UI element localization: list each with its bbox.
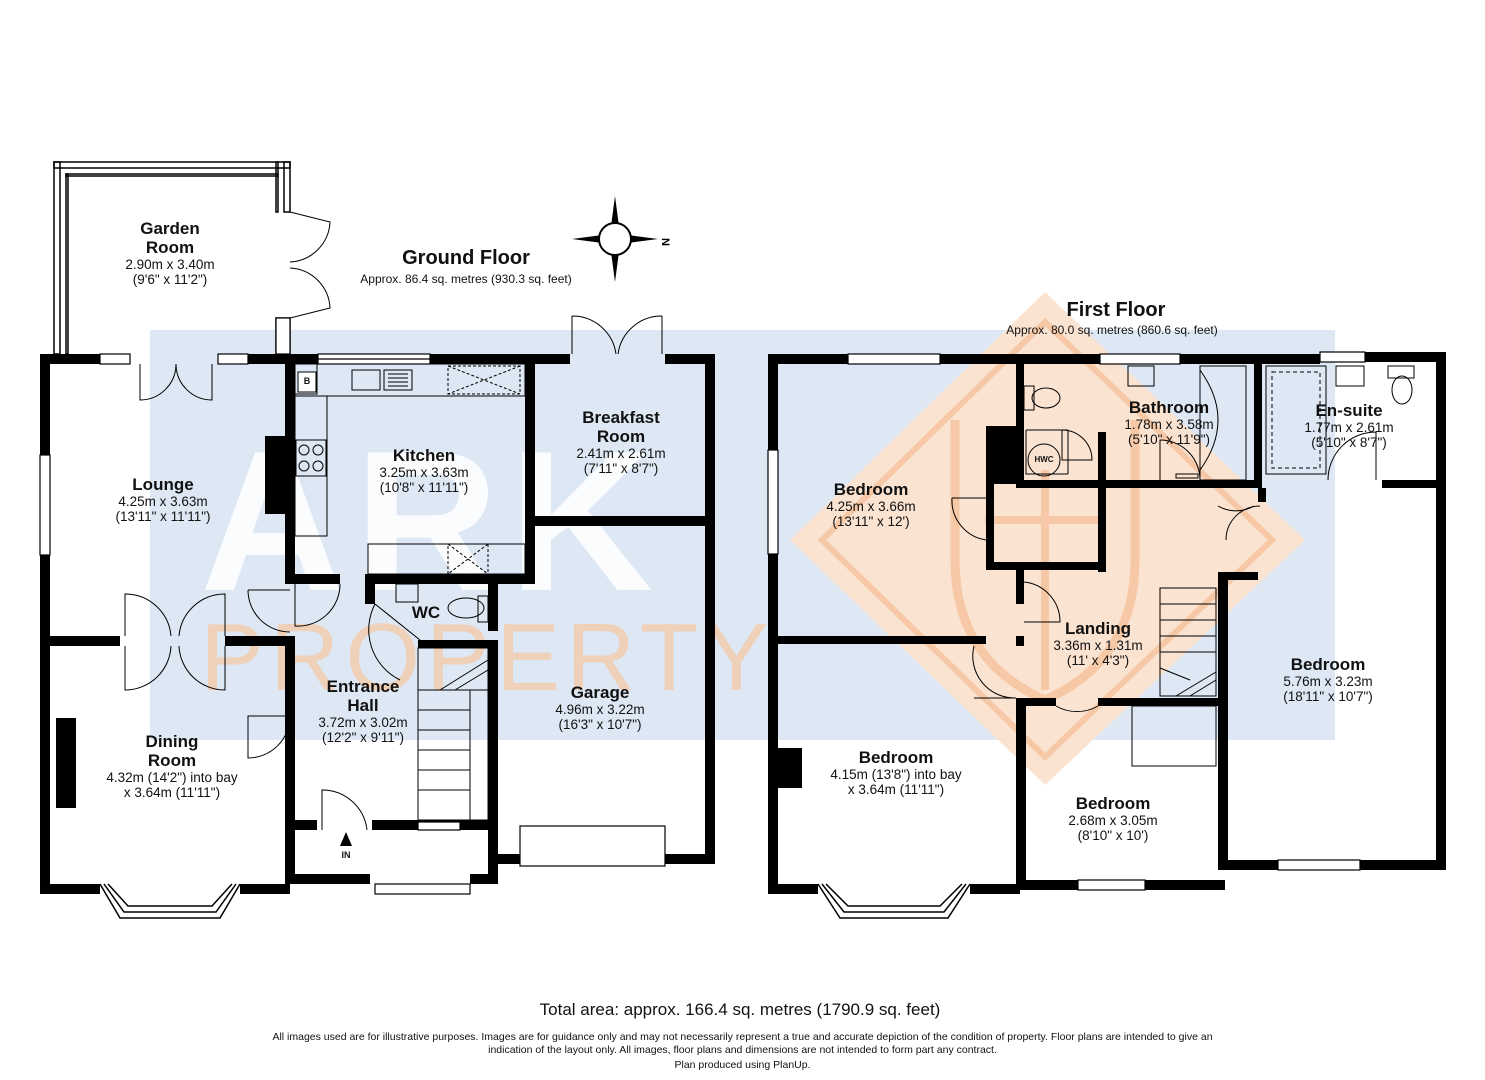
room-dimensions: 4.32m (14'2") into bay x 3.64m (11'11") [106, 770, 238, 801]
room-bedroom-1: Bedroom 4.25m x 3.66m (13'11" x 12') [791, 480, 951, 529]
room-breakfast-room: Breakfast Room 2.41m x 2.61m (7'11" x 8'… [541, 408, 701, 476]
room-name: Landing [1064, 619, 1132, 638]
room-dimensions: 2.68m x 3.05m (8'10" x 10') [1068, 813, 1158, 844]
first-floor-title: First Floor [1066, 299, 1166, 321]
entrance-label: IN [341, 850, 351, 860]
room-name: WC [411, 603, 441, 622]
room-name: Lounge [132, 475, 194, 494]
room-name: Dining Room [145, 732, 199, 771]
room-bedroom-2: Bedroom 5.76m x 3.23m (18'11" x 10'7") [1248, 655, 1408, 704]
room-name: Bathroom [1128, 398, 1210, 417]
room-dimensions: 5.76m x 3.23m (18'11" x 10'7") [1283, 674, 1373, 705]
room-lounge: Lounge 4.25m x 3.63m (13'11" x 11'11") [83, 475, 243, 524]
room-dimensions: 2.90m x 3.40m (9'6" x 11'2") [125, 257, 215, 288]
room-name: Bedroom [1290, 655, 1366, 674]
room-name: Bedroom [833, 480, 909, 499]
room-dimensions: 4.96m x 3.22m (16'3" x 10'7") [555, 702, 645, 733]
room-kitchen: Kitchen 3.25m x 3.63m (10'8" x 11'11") [344, 446, 504, 495]
room-garage: Garage 4.96m x 3.22m (16'3" x 10'7") [520, 683, 680, 732]
compass: N [572, 196, 671, 282]
room-garden-room: Garden Room 2.90m x 3.40m (9'6" x 11'2") [90, 219, 250, 287]
total-area: Total area: approx. 166.4 sq. metres (17… [539, 1000, 941, 1019]
room-dimensions: 3.72m x 3.02m (12'2" x 9'11") [318, 715, 408, 746]
first-floor-plan [767, 351, 1446, 919]
boiler-label: B [303, 376, 311, 386]
room-name: Bedroom [1075, 794, 1151, 813]
ground-floor-plan [39, 161, 715, 919]
ground-floor-title: Ground Floor [402, 247, 530, 269]
hot-water-cylinder-label: HWC [1034, 455, 1054, 464]
room-bedroom-3: Bedroom 4.15m (13'8") into bay x 3.64m (… [796, 748, 996, 797]
room-entrance-hall: Entrance Hall 3.72m x 3.02m (12'2" x 9'1… [283, 677, 443, 745]
room-bedroom-4: Bedroom 2.68m x 3.05m (8'10" x 10') [1033, 794, 1193, 843]
room-dimensions: 4.25m x 3.66m (13'11" x 12') [826, 499, 916, 530]
room-name: En-suite [1315, 401, 1383, 420]
room-landing: Landing 3.36m x 1.31m (11' x 4'3") [1018, 619, 1178, 668]
room-dimensions: 1.78m x 3.58m (5'10" x 11'9") [1124, 417, 1214, 448]
room-name: Bedroom [858, 748, 934, 767]
ground-floor-area: Approx. 86.4 sq. metres (930.3 sq. feet) [360, 272, 572, 286]
room-dimensions: 3.25m x 3.63m (10'8" x 11'11") [379, 465, 469, 496]
room-name: Entrance Hall [326, 677, 400, 716]
room-name: Garden Room [140, 219, 200, 258]
disclaimer: All images used are for illustrative pur… [272, 1031, 1213, 1057]
room-bathroom: Bathroom 1.78m x 3.58m (5'10" x 11'9") [1089, 398, 1249, 447]
room-dimensions: 4.25m x 3.63m (13'11" x 11'11") [115, 494, 211, 525]
room-dimensions: 2.41m x 2.61m (7'11" x 8'7") [576, 446, 666, 477]
room-ensuite: En-suite 1.77m x 2.61m (5'10" x 8'7") [1269, 401, 1429, 450]
room-name: Kitchen [392, 446, 456, 465]
compass-north-label: N [659, 238, 671, 246]
room-dimensions: 1.77m x 2.61m (5'10" x 8'7") [1304, 420, 1394, 451]
plan-credit: Plan produced using PlanUp. [674, 1059, 811, 1071]
room-wc: WC [406, 603, 446, 622]
room-dimensions: 4.15m (13'8") into bay x 3.64m (11'11") [830, 767, 962, 798]
room-name: Breakfast Room [582, 408, 660, 447]
room-dining-room: Dining Room 4.32m (14'2") into bay x 3.6… [72, 732, 272, 800]
first-floor-area: Approx. 80.0 sq. metres (860.6 sq. feet) [1006, 323, 1218, 337]
room-name: Garage [570, 683, 630, 702]
room-dimensions: 3.36m x 1.31m (11' x 4'3") [1053, 638, 1143, 669]
